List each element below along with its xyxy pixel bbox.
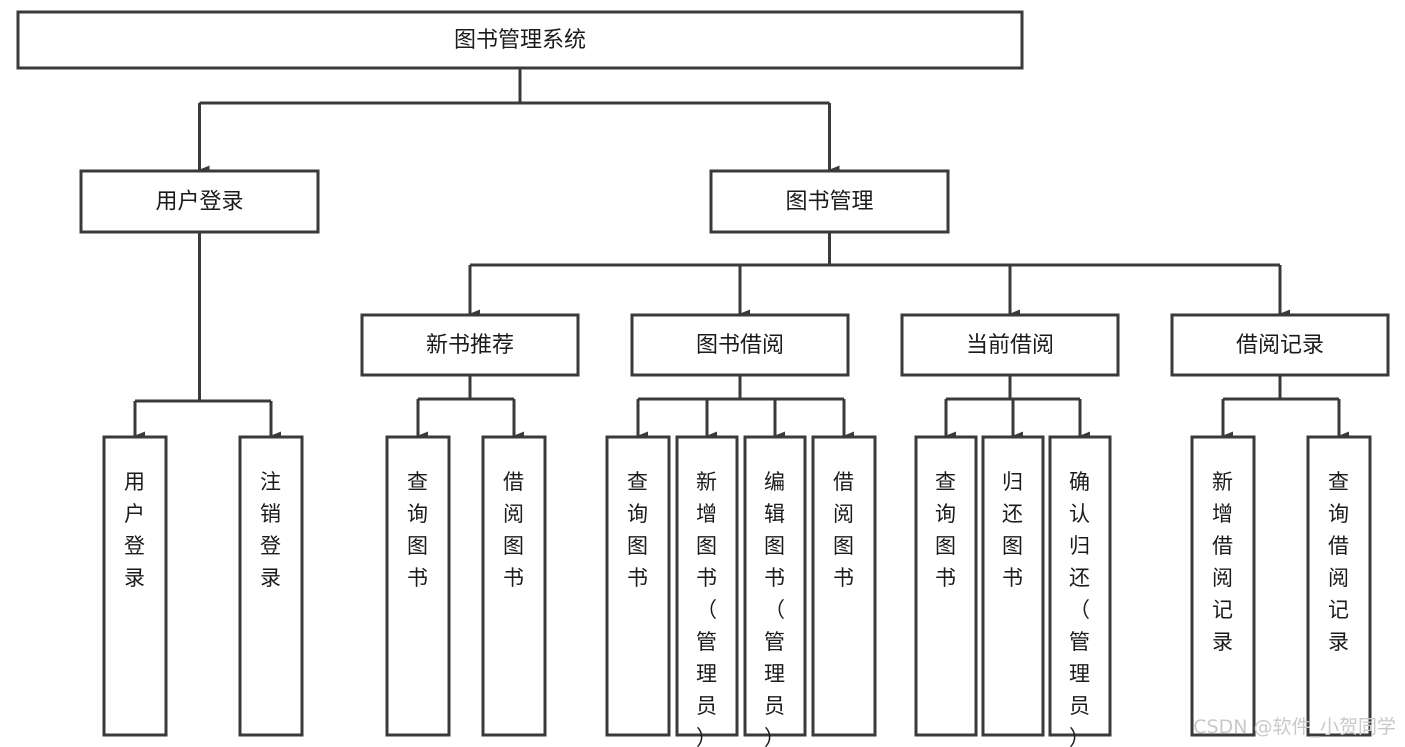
node-label-leaf-edit-book-admin: 编辑图书（管理员） <box>764 470 786 747</box>
node-box-leaf-query-book-rec <box>385 435 451 737</box>
node-label-leaf-query-borrow-record: 查询借阅记录 <box>1328 470 1350 654</box>
node-label-leaf-user-logout: 注销登录 <box>260 470 282 590</box>
node-box-leaf-query-book-current <box>914 435 978 737</box>
node-box-leaf-add-book-admin <box>675 435 739 737</box>
node-label-leaf-user-login: 用户登录 <box>124 470 146 590</box>
node-label-leaf-add-book-admin: 新增图书（管理员） <box>696 470 718 747</box>
node-box-borrow-record <box>1170 313 1390 377</box>
node-label-leaf-borrow-book-rec: 借阅图书 <box>503 470 525 590</box>
connector-lines <box>133 68 1349 441</box>
node-box-current-borrow <box>900 313 1120 377</box>
node-box-leaf-add-borrow-record <box>1190 435 1256 737</box>
node-box-leaf-user-logout <box>238 435 304 737</box>
node-box-user-login <box>79 169 320 234</box>
node-label-leaf-add-borrow-record: 新增借阅记录 <box>1212 470 1234 654</box>
node-box-leaf-confirm-return-admin <box>1048 435 1112 737</box>
node-labels: 图书管理系统用户登录图书管理新书推荐图书借阅当前借阅借阅记录用户登录注销登录查询… <box>124 28 1350 747</box>
node-label-root: 图书管理系统 <box>454 28 586 53</box>
node-box-leaf-borrow-book-rec <box>481 435 547 737</box>
node-box-leaf-borrow-book <box>811 435 877 737</box>
node-label-leaf-query-book-current: 查询图书 <box>935 470 957 590</box>
node-box-leaf-user-login <box>102 435 168 737</box>
node-label-current-borrow: 当前借阅 <box>966 333 1054 358</box>
node-box-leaf-query-borrow-record <box>1306 435 1372 737</box>
node-box-leaf-edit-book-admin <box>743 435 807 737</box>
node-label-leaf-borrow-book: 借阅图书 <box>833 470 855 590</box>
node-label-book-borrow: 图书借阅 <box>696 333 784 358</box>
node-box-leaf-return-book <box>981 435 1045 737</box>
node-box-book-borrow <box>630 313 850 377</box>
node-box-leaf-query-book-borrow <box>605 435 671 737</box>
node-box-book-manage <box>709 169 950 234</box>
node-label-leaf-query-book-rec: 查询图书 <box>407 470 429 590</box>
node-label-new-book-recommend: 新书推荐 <box>426 333 514 358</box>
csdn-watermark: CSDN @软件_小贺同学 <box>1193 716 1396 738</box>
node-label-leaf-query-book-borrow: 查询图书 <box>627 470 649 590</box>
node-label-user-login: 用户登录 <box>155 190 243 215</box>
node-label-book-manage: 图书管理 <box>785 190 873 215</box>
node-box-new-book-recommend <box>360 313 580 377</box>
node-label-leaf-return-book: 归还图书 <box>1002 470 1024 590</box>
node-label-borrow-record: 借阅记录 <box>1236 333 1324 358</box>
node-box-root <box>16 10 1024 70</box>
node-label-leaf-confirm-return-admin: 确认归还（管理员） <box>1069 470 1091 747</box>
node-boxes <box>16 10 1390 737</box>
